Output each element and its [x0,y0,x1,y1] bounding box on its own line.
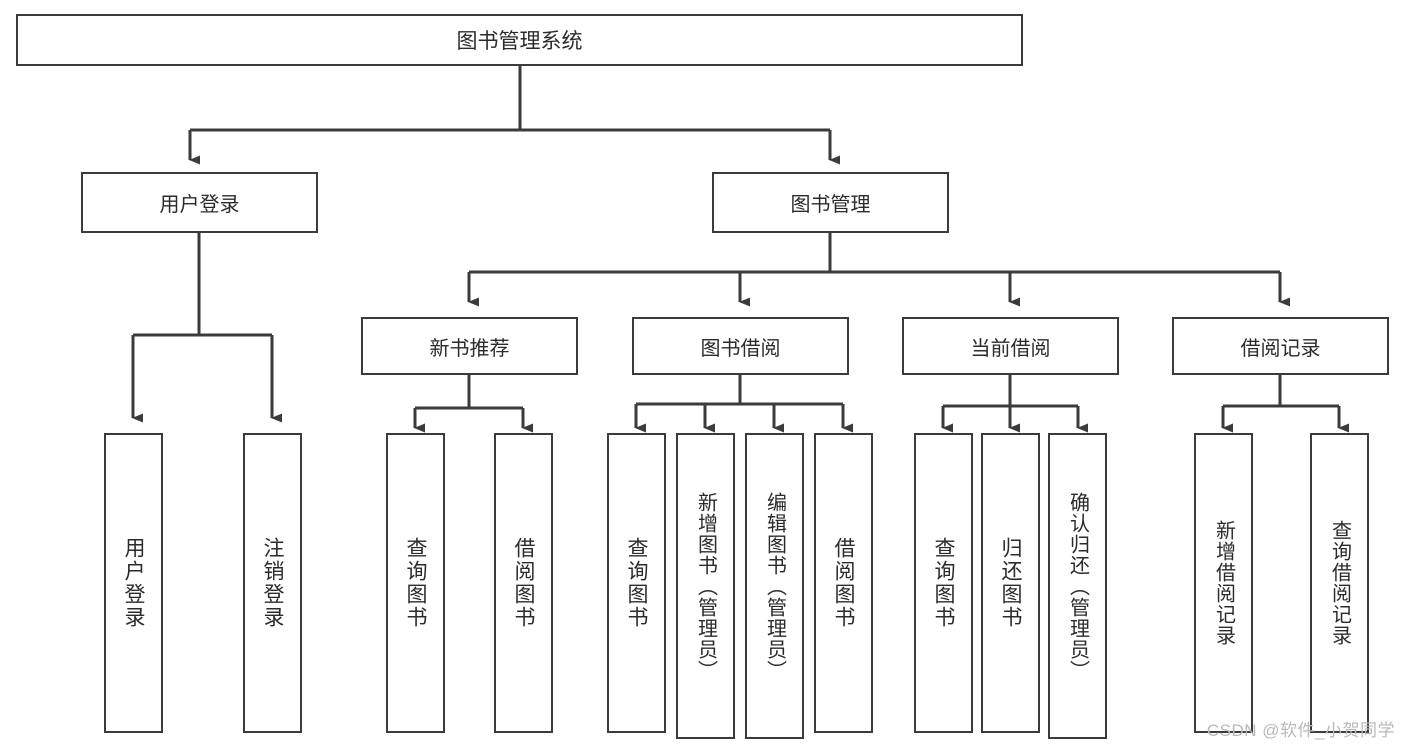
node-new-book-recommend[interactable]: 新书推荐 [361,317,578,375]
node-user-login[interactable]: 用户登录 [81,172,318,233]
leaf-borrow-add-book-admin[interactable]: 新增图书（管理员） [676,433,735,739]
leaf-record-query-record[interactable]: 查询借阅记录 [1310,433,1369,733]
leaf-user-login[interactable]: 用户登录 [104,433,163,733]
watermark-text: CSDN @软件_小贺同学 [1206,721,1395,740]
node-borrow-record[interactable]: 借阅记录 [1172,317,1389,375]
node-current-borrow[interactable]: 当前借阅 [902,317,1119,375]
leaf-logout[interactable]: 注销登录 [243,433,302,733]
leaf-current-confirm-return-admin[interactable]: 确认归还（管理员） [1048,433,1107,739]
node-root[interactable]: 图书管理系统 [16,14,1023,66]
leaf-record-add-record[interactable]: 新增借阅记录 [1194,433,1253,733]
leaf-newbook-borrow-book[interactable]: 借阅图书 [494,433,553,733]
leaf-borrow-query-book[interactable]: 查询图书 [607,433,666,733]
leaf-borrow-edit-book-admin[interactable]: 编辑图书（管理员） [745,433,804,739]
leaf-borrow-lend-book[interactable]: 借阅图书 [814,433,873,733]
node-book-borrow[interactable]: 图书借阅 [632,317,849,375]
leaf-current-return-book[interactable]: 归还图书 [981,433,1040,733]
node-book-manage[interactable]: 图书管理 [712,172,949,233]
leaf-current-query-book[interactable]: 查询图书 [914,433,973,733]
leaf-newbook-query-book[interactable]: 查询图书 [386,433,445,733]
